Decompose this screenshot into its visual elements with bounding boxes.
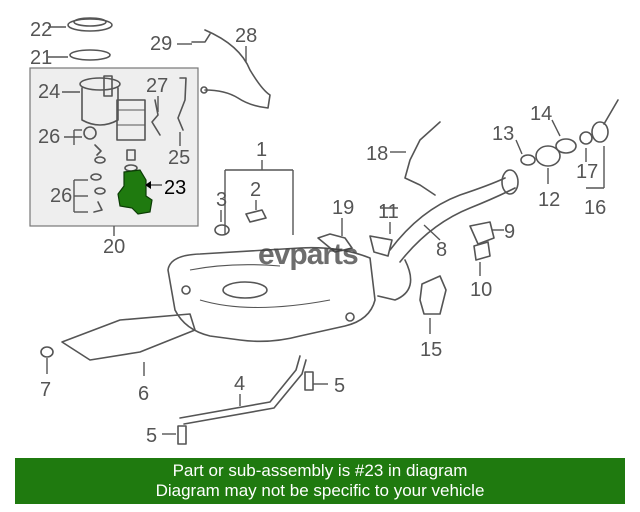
callout-18[interactable]: 18	[366, 143, 388, 165]
callout-28[interactable]: 28	[235, 25, 257, 47]
callout-29[interactable]: 29	[150, 33, 172, 55]
gasket-part[interactable]	[69, 49, 111, 61]
callout-9[interactable]: 9	[504, 221, 515, 243]
filler-neck-bracket-part[interactable]	[419, 275, 447, 315]
pump-module-inset	[29, 67, 199, 227]
pump-canister-part[interactable]	[116, 99, 146, 141]
filler-housing-part[interactable]	[535, 145, 561, 167]
callout-5-left[interactable]: 5	[146, 425, 157, 447]
fuel-cap-part[interactable]	[591, 121, 609, 143]
callout-3[interactable]: 3	[216, 189, 227, 211]
callout-14[interactable]: 14	[530, 103, 552, 125]
banner-line-1: Part or sub-assembly is #23 in diagram	[172, 461, 468, 480]
parts-diagram: 22 21 24 26 26 27 25 23 20 29 28 1 2 3 1…	[29, 17, 619, 447]
callout-21[interactable]: 21	[30, 47, 52, 69]
callout-26-top[interactable]: 26	[38, 126, 60, 148]
callout-10[interactable]: 10	[470, 279, 492, 301]
callout-6[interactable]: 6	[138, 383, 149, 405]
callout-4[interactable]: 4	[234, 373, 245, 395]
callout-20[interactable]: 20	[103, 236, 125, 258]
filler-pipe-part[interactable]	[377, 177, 516, 301]
tank-strap-part[interactable]	[179, 355, 307, 425]
banner-line-2: Diagram may not be specific to your vehi…	[155, 481, 485, 500]
heat-shield-part[interactable]	[61, 313, 196, 361]
callout-13[interactable]: 13	[492, 123, 514, 145]
callout-12[interactable]: 12	[538, 189, 560, 211]
plug-part[interactable]	[214, 224, 230, 236]
part-23-shape[interactable]	[117, 169, 153, 215]
info-banner: Part or sub-assembly is #23 in diagram D…	[15, 458, 625, 504]
callout-8[interactable]: 8	[436, 239, 447, 261]
brand-watermark: evparts	[258, 238, 359, 271]
callout-24[interactable]: 24	[38, 81, 60, 103]
callout-23[interactable]: 23	[164, 177, 186, 199]
fuel-tank-part[interactable]	[167, 246, 376, 343]
retainer-part[interactable]	[245, 209, 267, 223]
callout-19[interactable]: 19	[332, 197, 354, 219]
callout-22[interactable]: 22	[30, 19, 52, 41]
callout-25[interactable]: 25	[168, 147, 190, 169]
callout-27[interactable]: 27	[146, 75, 168, 97]
callout-5-right[interactable]: 5	[334, 375, 345, 397]
callout-7[interactable]: 7	[40, 379, 51, 401]
callout-11[interactable]: 11	[378, 201, 399, 223]
callout-26-bottom[interactable]: 26	[50, 185, 72, 207]
callout-15[interactable]: 15	[420, 339, 442, 361]
bolt-part[interactable]	[177, 371, 314, 445]
callout-16[interactable]: 16	[584, 197, 606, 219]
callout-17[interactable]: 17	[576, 161, 598, 183]
pump-housing-part[interactable]	[79, 75, 121, 126]
lock-ring-part[interactable]	[67, 17, 113, 32]
fuel-pressure-regulator-part[interactable]	[117, 169, 153, 215]
callout-2[interactable]: 2	[250, 179, 261, 201]
callout-1[interactable]: 1	[256, 139, 267, 161]
